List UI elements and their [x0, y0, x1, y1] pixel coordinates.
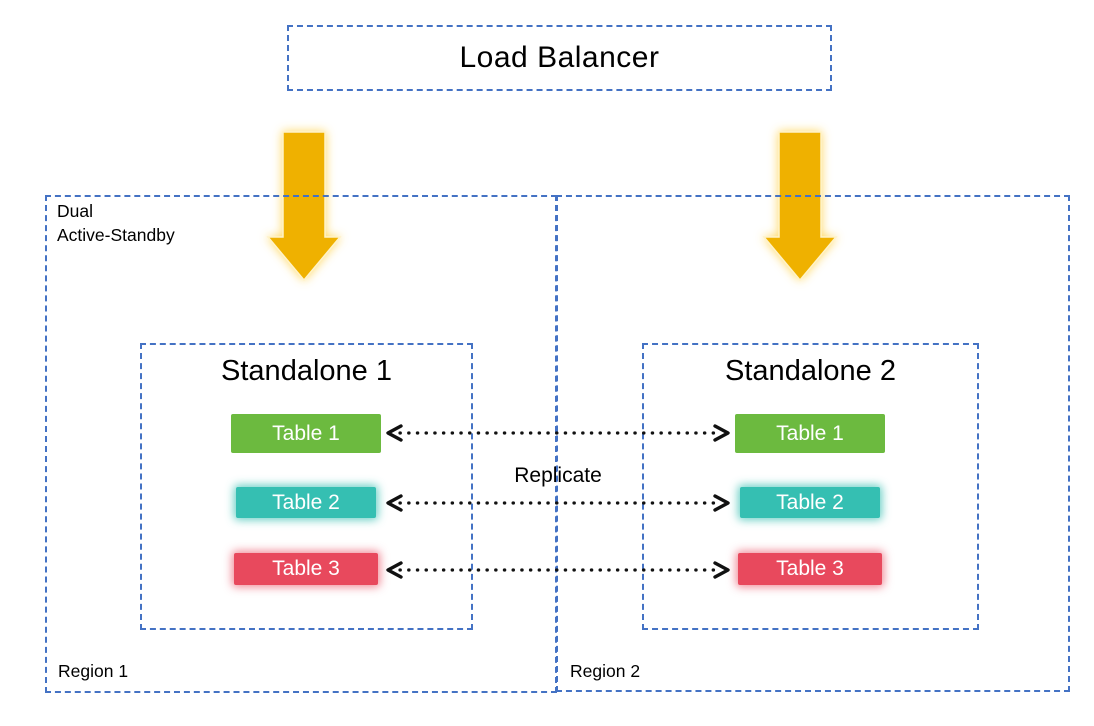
- table-3-right: Table 3: [738, 553, 882, 585]
- down-arrow-icon: [266, 131, 342, 282]
- standalone-2-title: Standalone 2: [725, 355, 896, 387]
- standalone-2-box: Standalone 2: [642, 343, 979, 630]
- table-2-left: Table 2: [236, 487, 376, 518]
- mode-label-line2: Active-Standby: [57, 225, 175, 245]
- replicate-arrow-table3: [386, 561, 730, 579]
- dual-active-standby-label: Dual Active-Standby: [57, 199, 175, 247]
- load-balancer-box: Load Balancer: [287, 25, 832, 91]
- arrowhead-left-icon: [386, 424, 403, 442]
- standalone-1-box: Standalone 1: [140, 343, 473, 630]
- down-arrow-shape: [266, 131, 342, 282]
- replicate-label: Replicate: [514, 464, 602, 487]
- region-1-label: Region 1: [58, 661, 129, 681]
- arrowhead-right-icon: [713, 494, 730, 512]
- replicate-arrow-table1: [386, 424, 730, 442]
- region-2-box: [556, 195, 1070, 692]
- arrowhead-left-icon: [386, 561, 403, 579]
- load-balancer-label: Load Balancer: [459, 41, 660, 74]
- arrowhead-right-icon: [713, 561, 730, 579]
- table-1-right: Table 1: [735, 414, 885, 453]
- table-1-left: Table 1: [231, 414, 381, 453]
- table-2-right: Table 2: [740, 487, 880, 518]
- table-3-left: Table 3: [234, 553, 378, 585]
- mode-label-line1: Dual: [57, 201, 93, 221]
- arrowhead-right-icon: [713, 424, 730, 442]
- arrowhead-left-icon: [386, 494, 403, 512]
- down-arrow-icon: [762, 131, 838, 282]
- standalone-1-title: Standalone 1: [221, 355, 392, 387]
- replicate-arrow-table2: [386, 494, 730, 512]
- down-arrow-shape: [762, 131, 838, 282]
- region-2-label: Region 2: [570, 661, 641, 681]
